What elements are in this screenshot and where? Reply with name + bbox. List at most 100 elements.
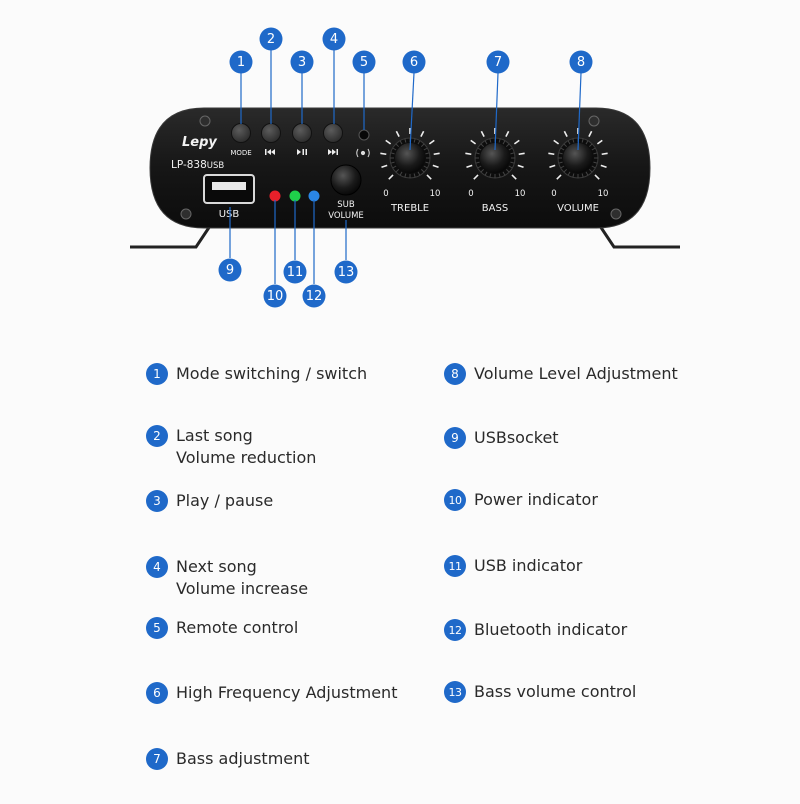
callout-5-number: 5 [360, 55, 368, 70]
legend-line: Volume increase [176, 579, 309, 598]
legend-text-8: Volume Level Adjustment [474, 363, 678, 385]
leader-lines [229, 50, 582, 284]
callout-4 [322, 27, 346, 51]
sub-volume-label-line1: SUB [337, 200, 355, 210]
legend-item-7: 7 Bass adjustment [146, 748, 310, 770]
legend-text-3: Play / pause [176, 490, 273, 512]
legend-text-1: Mode switching / switch [176, 363, 367, 385]
stand [130, 225, 680, 249]
legend-item-6: 6 High Frequency Adjustment [146, 682, 397, 704]
legend-item-13: 13 Bass volume control [444, 681, 636, 703]
sub-volume-knob[interactable] [330, 164, 362, 196]
treble-knob-min-label: 0 [383, 189, 388, 199]
usb-indicator-led [289, 190, 301, 202]
callout-6 [402, 50, 426, 74]
legend-badge-2: 2 [146, 425, 168, 447]
mode-label: MODE [230, 149, 251, 157]
indicator-leds [269, 190, 320, 202]
treble-knob-label: TREBLE [390, 203, 429, 214]
legend-item-12: 12 Bluetooth indicator [444, 619, 627, 641]
legend-badge-10: 10 [444, 489, 466, 511]
callout-11 [283, 260, 307, 284]
legend-line: Last song [176, 426, 253, 445]
callout-12 [302, 284, 326, 308]
legend-item-10: 10 Power indicator [444, 489, 598, 511]
callout-10-number: 10 [267, 289, 284, 304]
legend-badge-1: 1 [146, 363, 168, 385]
callout-12-number: 12 [306, 289, 323, 304]
callout-9-number: 9 [226, 263, 234, 278]
legend-line: Volume reduction [176, 448, 317, 467]
legend-text-10: Power indicator [474, 489, 598, 511]
legend-line: High Frequency Adjustment [176, 683, 398, 702]
legend-text-9: USBsocket [474, 427, 559, 449]
legend-item-3: 3 Play / pause [146, 490, 273, 512]
callout-7 [486, 50, 510, 74]
legend-badge-13: 13 [444, 681, 466, 703]
legend-item-8: 8 Volume Level Adjustment [444, 363, 678, 385]
callout-8-number: 8 [577, 55, 585, 70]
sub-volume-label-line2: VOLUME [328, 211, 364, 221]
legend-item-11: 11 USB indicator [444, 555, 582, 577]
volume-knob-min-label: 0 [551, 189, 556, 199]
treble-knob-max-label: 10 [430, 189, 441, 199]
panel-screws [180, 115, 622, 220]
legend-line: Volume Level Adjustment [474, 364, 678, 383]
legend-text-13: Bass volume control [474, 681, 636, 703]
play-pause-icon [297, 149, 307, 155]
callout-10 [263, 284, 287, 308]
callout-4-number: 4 [330, 32, 338, 47]
legend-badge-6: 6 [146, 682, 168, 704]
legend-line: Power indicator [474, 490, 598, 509]
legend-text-11: USB indicator [474, 555, 582, 577]
legend-line: Bluetooth indicator [474, 620, 628, 639]
legend-text-6: High Frequency Adjustment [176, 682, 397, 704]
callout-8 [569, 50, 593, 74]
callout-3 [290, 50, 314, 74]
callout-11-number: 11 [287, 265, 304, 280]
previous-button[interactable] [261, 123, 281, 143]
legend-badge-12: 12 [444, 619, 466, 641]
play-pause-button[interactable] [292, 123, 312, 143]
legend-badge-9: 9 [444, 427, 466, 449]
legend-badge-3: 3 [146, 490, 168, 512]
legend-line: Mode switching / switch [176, 364, 368, 383]
legend-badge-5: 5 [146, 617, 168, 639]
volume-knob[interactable] [548, 128, 608, 180]
legend-item-9: 9 USBsocket [444, 427, 559, 449]
previous-icon [265, 149, 275, 155]
brand-logo: Lepy [182, 135, 217, 150]
model-label: LP-838USB [171, 159, 224, 171]
mode-button[interactable] [231, 123, 251, 143]
legend-line: Bass adjustment [176, 749, 310, 768]
legend-badge-4: 4 [146, 556, 168, 578]
usb-socket[interactable] [203, 174, 255, 204]
callout-13 [334, 260, 358, 284]
bass-knob-min-label: 0 [468, 189, 473, 199]
legend-line: Next song [176, 557, 257, 576]
callout-7-number: 7 [494, 55, 502, 70]
legend-badge-11: 11 [444, 555, 466, 577]
callout-2 [259, 27, 283, 51]
callout-1 [229, 50, 253, 74]
remote-signal-icon [356, 148, 370, 158]
callout-1-number: 1 [237, 55, 245, 70]
bass-knob[interactable] [465, 128, 525, 180]
next-button[interactable] [323, 123, 343, 143]
usb-port-label: USB [219, 209, 240, 220]
callout-5 [352, 50, 376, 74]
callout-2-number: 2 [267, 32, 275, 47]
legend-badge-7: 7 [146, 748, 168, 770]
bass-knob-label: BASS [482, 203, 508, 214]
callout-13-number: 13 [338, 265, 355, 280]
callout-3-number: 3 [298, 55, 306, 70]
treble-knob[interactable] [380, 128, 440, 180]
legend-badge-8: 8 [444, 363, 466, 385]
